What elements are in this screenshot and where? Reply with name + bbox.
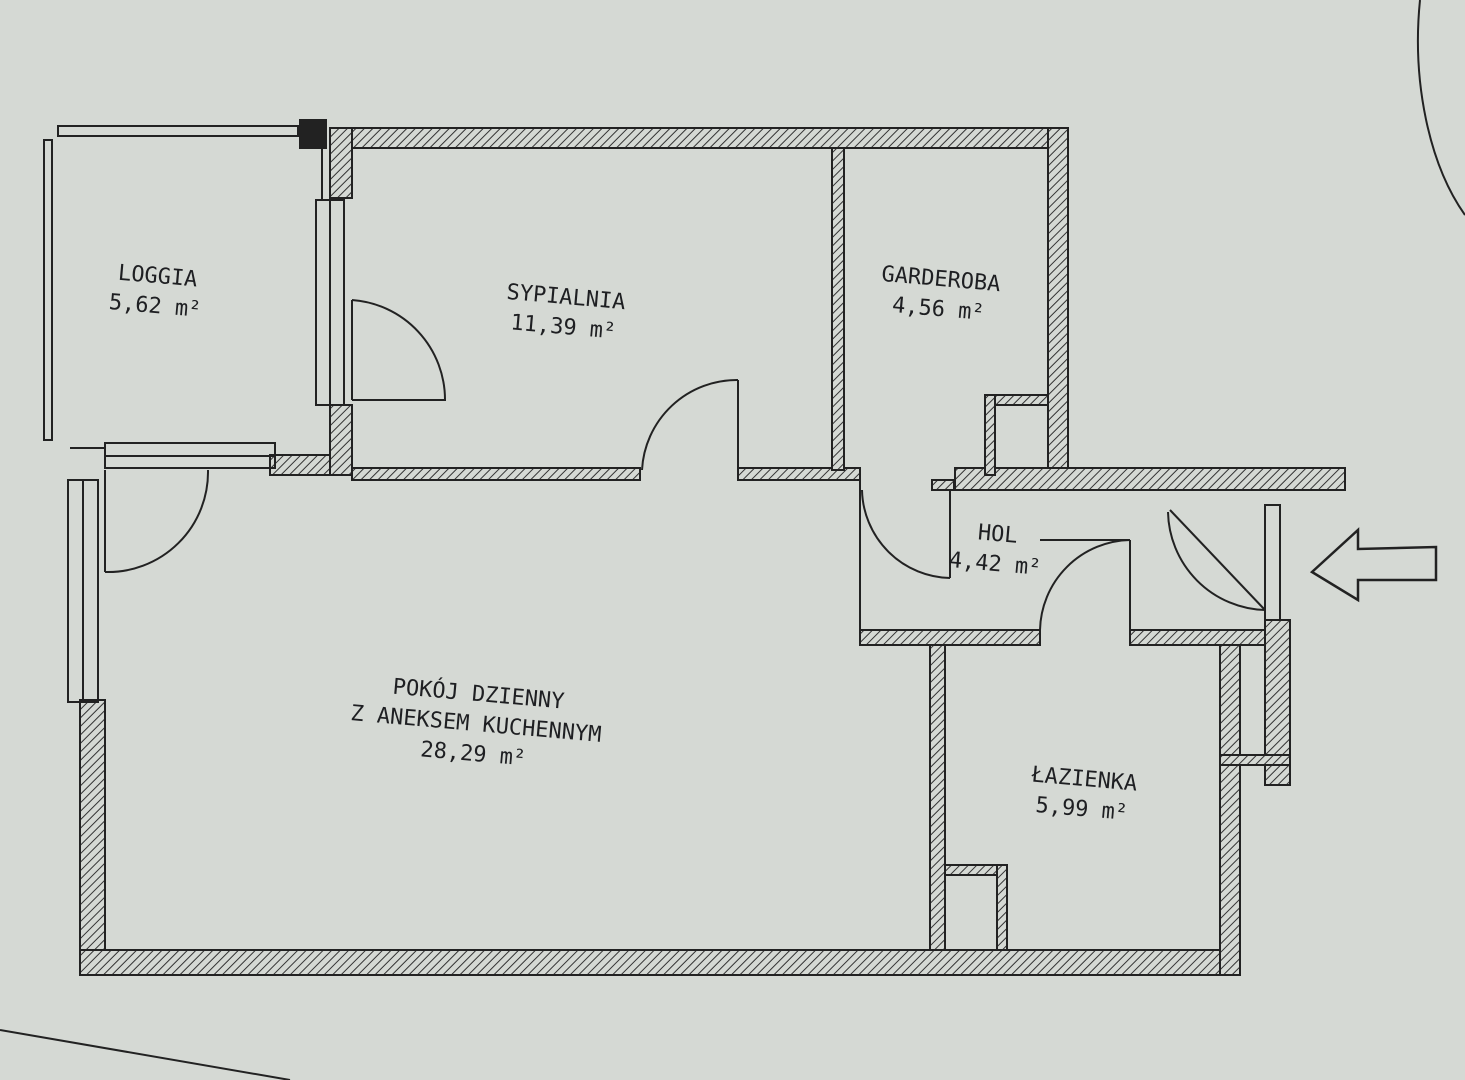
room-label-lazienka: ŁAZIENKA 5,99 m² <box>1028 760 1139 829</box>
room-label-hol: HOL 4,42 m² <box>948 516 1046 584</box>
room-label-garderoba: GARDEROBA 4,56 m² <box>878 260 1002 330</box>
walls <box>79 127 1346 976</box>
room-label-sypialnia: SYPIALNIA 11,39 m² <box>503 278 627 348</box>
windows <box>43 119 1281 703</box>
arrow-left-icon <box>1309 527 1438 603</box>
room-label-loggia: LOGGIA 5,62 m² <box>108 258 206 326</box>
